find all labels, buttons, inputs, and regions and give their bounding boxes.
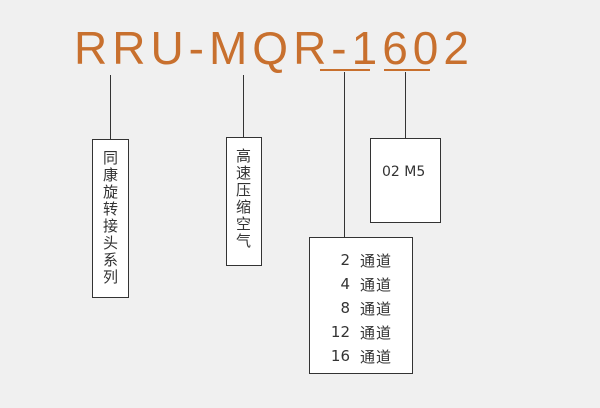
channel-label: 通道	[360, 299, 393, 318]
medium-label: 高速压缩空气	[234, 148, 252, 250]
channel-count: 8	[340, 299, 350, 317]
thread-box: 02 M5	[370, 138, 441, 223]
channel-count: 12	[330, 323, 350, 341]
thread-label: 02 M5	[382, 164, 426, 180]
thread-leader-line	[405, 72, 406, 138]
medium-leader-line	[243, 75, 244, 137]
channels-leader-line	[344, 72, 345, 237]
thread-code-underline	[384, 69, 430, 71]
channel-option: 8 通道	[310, 296, 412, 320]
channel-option: 16 通道	[310, 344, 412, 368]
channel-option: 4 通道	[310, 272, 412, 296]
series-leader-line	[110, 75, 111, 139]
model-code-title: RRU-MQR-1602	[74, 22, 474, 74]
channel-count: 16	[330, 347, 350, 365]
series-label: 同康旋转接头系列	[101, 150, 119, 286]
channel-option: 12 通道	[310, 320, 412, 344]
channel-label: 通道	[360, 323, 393, 342]
channel-count: 4	[340, 275, 350, 293]
channel-label: 通道	[360, 251, 393, 270]
channels-list: 2 通道 4 通道 8 通道 12 通道 16 通道	[310, 248, 412, 368]
medium-box: 高速压缩空气	[226, 137, 262, 266]
channel-label: 通道	[360, 275, 393, 294]
channels-box: 2 通道 4 通道 8 通道 12 通道 16 通道	[309, 237, 413, 374]
channel-option: 2 通道	[310, 248, 412, 272]
series-box: 同康旋转接头系列	[92, 139, 129, 298]
channel-label: 通道	[360, 347, 393, 366]
channel-code-underline	[320, 69, 370, 71]
channel-count: 2	[340, 251, 350, 269]
